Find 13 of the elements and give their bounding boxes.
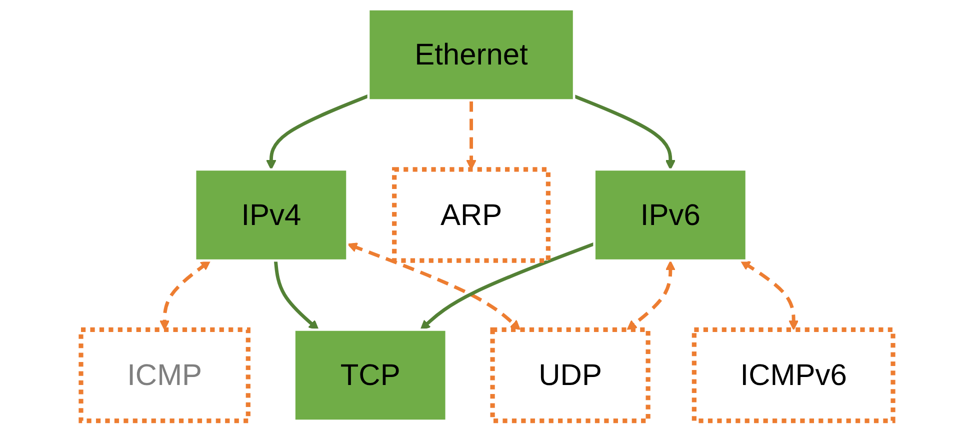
node-box: IPv4 [194,168,348,262]
arrow [274,260,319,330]
node-box: TCP [293,328,448,422]
node-box: UDP [490,327,650,424]
node-box: ICMP [78,327,250,424]
arrow [420,242,595,330]
arrow [466,100,476,170]
arrow [266,94,370,170]
node-box: ARP [392,167,551,263]
node-box: Ethernet [367,8,576,102]
node-box: ICMPv6 [692,327,896,424]
arrow [573,94,676,170]
node-box: IPv6 [593,168,748,262]
